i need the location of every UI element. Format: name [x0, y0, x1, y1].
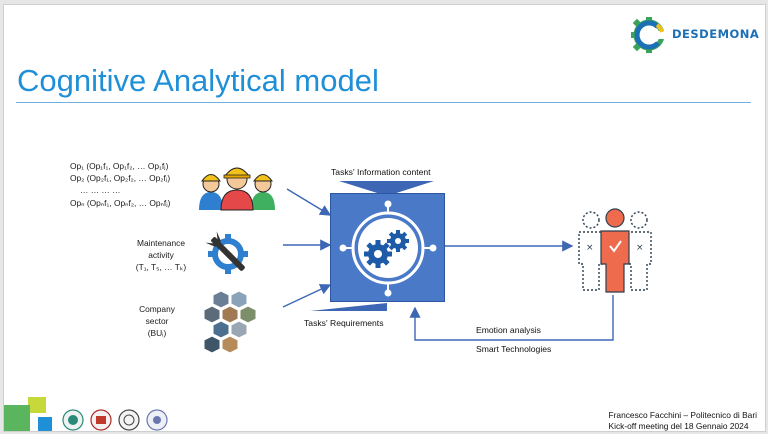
operator-line: … … … … — [80, 185, 121, 196]
svg-text:×: × — [636, 243, 644, 253]
partner-logos — [62, 409, 168, 431]
partner-logo-1-icon — [62, 409, 84, 431]
slide: DESDEMONA Cognitive Analytical model Op₁… — [3, 4, 766, 432]
gear-c-logo-icon — [631, 17, 665, 53]
maintenance-line: activity — [148, 250, 174, 261]
gears-brain-icon — [339, 200, 437, 297]
svg-text:×: × — [586, 243, 594, 253]
footer-credits: Francesco Facchini – Politecnico di Bari… — [608, 410, 758, 431]
workers-icon — [199, 167, 275, 211]
operator-line: Op₂ (Op₂f₁, Op₂f₂, … Op₂fⱼ) — [70, 173, 171, 184]
partner-logo-2-icon — [90, 409, 112, 431]
desdemona-logo: DESDEMONA — [631, 17, 760, 53]
footer-event: Kick-off meeting del 18 Gennaio 2024 — [608, 420, 749, 431]
emotion-analysis-label: Emotion analysis — [476, 325, 541, 335]
company-line: (BUᵢ) — [147, 328, 167, 339]
company-line: Company — [139, 304, 175, 314]
maintenance-line: (T₁, T₅, … Tₖ) — [135, 262, 187, 273]
maintenance-label: Maintenance activity (T₁, T₅, … Tₖ) — [120, 237, 202, 274]
partner-logo-4-icon — [146, 409, 168, 431]
operators-list: Op₁ (Op₁f₁, Op₁f₂, … Op₁fⱼ) Op₂ (Op₂f₁, … — [70, 160, 170, 209]
company-line: sector — [145, 316, 169, 327]
page-title: Cognitive Analytical model — [17, 63, 379, 98]
maintenance-line: Maintenance — [137, 238, 185, 248]
operator-line: Opₙ (Opₙf₁, Opₙf₂, … Opₙfⱼ) — [70, 197, 171, 208]
company-label: Company sector (BUᵢ) — [122, 303, 192, 340]
information-content-label: Tasks' Information content — [331, 167, 431, 177]
partner-logo-3-icon — [118, 409, 140, 431]
title-divider — [16, 102, 751, 103]
input-arrows — [282, 181, 614, 341]
wrench-gear-icon — [205, 231, 248, 274]
hexagon-photos-icon — [203, 290, 257, 354]
requirements-label: Tasks' Requirements — [304, 318, 384, 328]
brand-name: DESDEMONA — [672, 27, 760, 41]
cognitive-model-box — [330, 193, 445, 302]
footer-author: Francesco Facchini – Politecnico di Bari — [608, 410, 758, 420]
smart-technologies-label: Smart Technologies — [476, 344, 552, 354]
operator-line: Op₁ (Op₁f₁, Op₁f₂, … Op₁fⱼ) — [70, 161, 169, 171]
people-emotion-icon: × × — [578, 208, 652, 293]
